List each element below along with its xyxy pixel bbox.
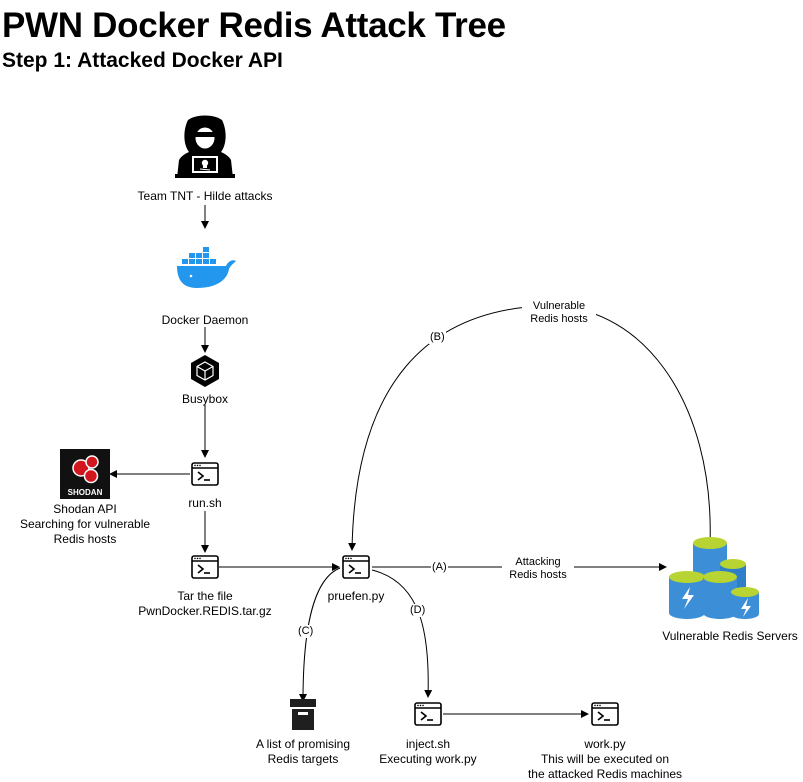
tar-label: Tar the file PwnDocker.REDIS.tar.gz <box>120 589 290 619</box>
work-label-line1: work.py <box>584 737 626 751</box>
edge-b-text-line2: Redis hosts <box>530 313 588 325</box>
targets-label: A list of promising Redis targets <box>233 737 373 767</box>
edge-c-pruefen-targets <box>299 567 341 702</box>
busybox-label: Busybox <box>181 392 229 406</box>
shodan-logo-icon: SHODAN <box>60 449 110 499</box>
edge-c-tag: (C) <box>297 625 315 638</box>
attacker-label: Team TNT - Hilde attacks <box>137 189 273 203</box>
pruefen-label: pruefen.py <box>327 589 385 603</box>
work-label-line2: This will be executed on <box>540 752 670 766</box>
edge-d-tag: (D) <box>409 604 427 617</box>
inject-label: inject.sh Executing work.py <box>358 737 498 767</box>
edge-a-tag: (A) <box>431 561 448 574</box>
busybox-icon <box>191 355 219 387</box>
edge-b-redis-pruefen <box>348 305 711 551</box>
redis-cache-icon <box>669 537 759 619</box>
work-label-line3: the attacked Redis machines <box>527 767 683 781</box>
edge-a-text-line2: Redis hosts <box>509 569 567 581</box>
terminal-icon-tar <box>191 555 219 579</box>
edge-a-text: Attacking Redis hosts <box>502 556 574 582</box>
edge-b-text: Vulnerable Redis hosts <box>522 300 596 326</box>
inject-label-line2: Executing work.py <box>379 752 477 766</box>
targets-label-line1: A list of promising <box>255 737 351 751</box>
inject-label-line1: inject.sh <box>405 737 451 751</box>
shodan-label-line2: Searching for vulnerable <box>19 517 151 531</box>
page-title: PWN Docker Redis Attack Tree <box>2 6 506 45</box>
work-label: work.py This will be executed on the att… <box>515 737 695 782</box>
runsh-label: run.sh <box>188 496 222 510</box>
shodan-logo-text: SHODAN <box>68 488 103 497</box>
edge-a-text-line1: Attacking <box>515 556 561 568</box>
page-subtitle: Step 1: Attacked Docker API <box>2 49 283 72</box>
shodan-label: Shodan API Searching for vulnerable Redi… <box>5 502 165 547</box>
shodan-label-line3: Redis hosts <box>53 532 117 546</box>
hacker-icon <box>175 115 235 178</box>
terminal-icon-runsh <box>191 462 219 486</box>
tar-label-line2: PwnDocker.REDIS.tar.gz <box>138 604 272 618</box>
tar-label-line1: Tar the file <box>177 589 233 603</box>
terminal-icon-inject <box>414 702 442 726</box>
terminal-icon-work <box>591 702 619 726</box>
targets-label-line2: Redis targets <box>267 752 339 766</box>
archive-icon <box>290 699 316 730</box>
terminal-icon-pruefen <box>342 555 370 579</box>
edge-b-tag: (B) <box>429 331 446 344</box>
redis-servers-label: Vulnerable Redis Servers <box>662 629 798 643</box>
edge-b-text-line1: Vulnerable <box>532 300 586 312</box>
shodan-label-line1: Shodan API <box>53 502 117 516</box>
docker-daemon-label: Docker Daemon <box>161 313 249 327</box>
docker-whale-icon <box>177 247 236 288</box>
